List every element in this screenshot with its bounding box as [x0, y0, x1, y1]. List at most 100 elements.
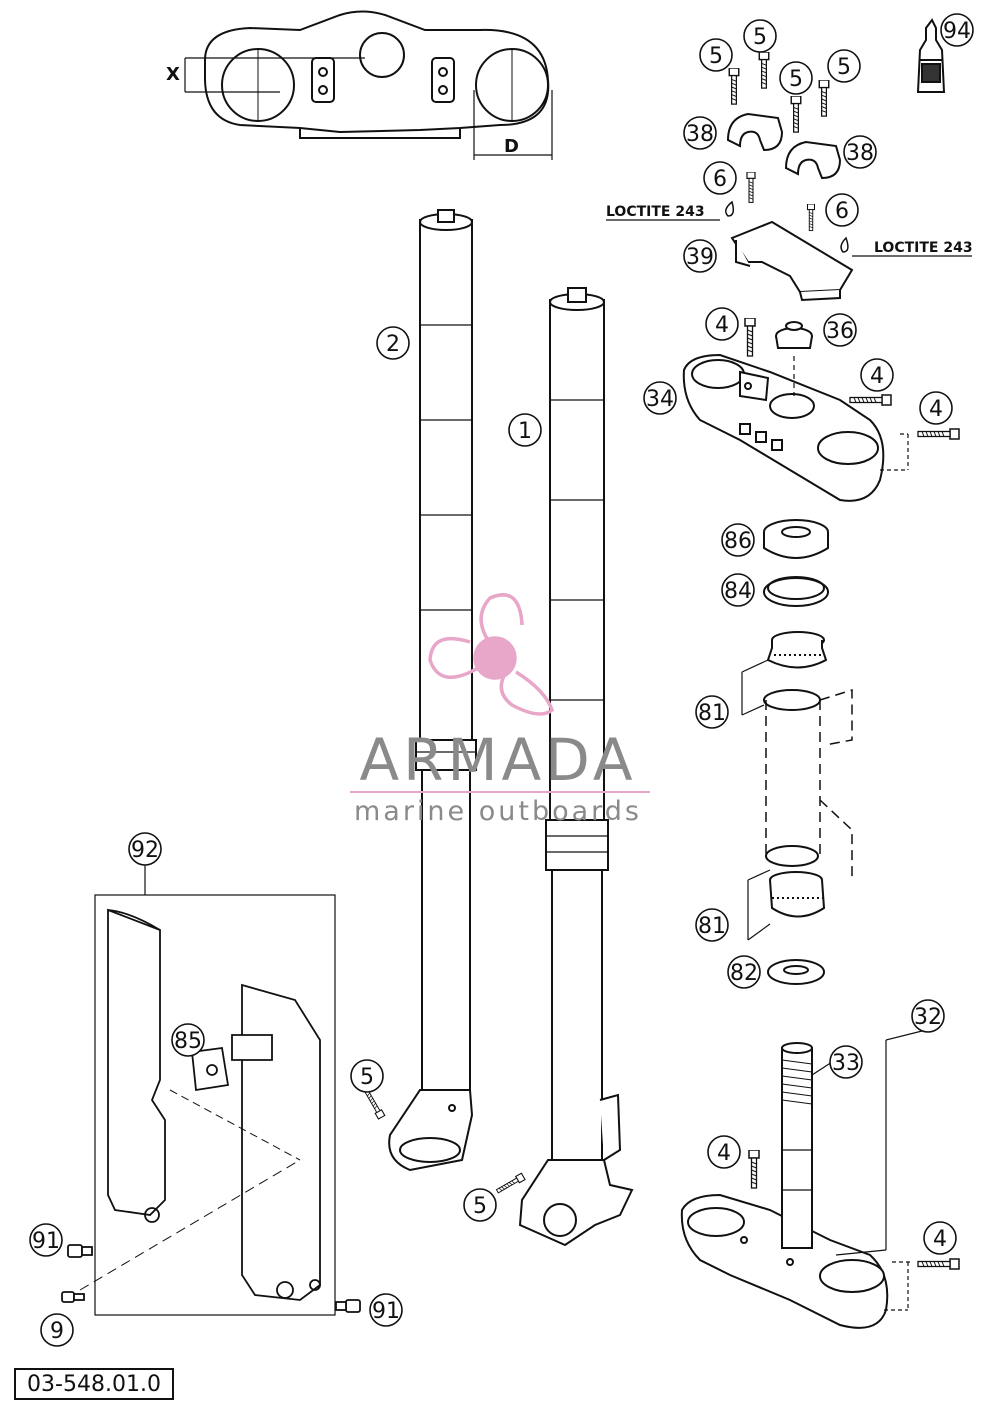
callout-label-c36: 36	[826, 319, 854, 344]
screw-5d	[818, 80, 830, 117]
callout-label-c5e: 5	[360, 1065, 374, 1090]
callout-label-c5b: 5	[753, 25, 767, 50]
callout-circle-c4b	[860, 358, 894, 392]
propeller-icon	[428, 593, 555, 716]
callout-circle-c4a	[705, 307, 739, 341]
callout-circle-c6a	[703, 161, 737, 195]
callout-label-c91a: 91	[32, 1229, 60, 1254]
callout-label-c81a: 81	[698, 701, 726, 726]
head-tube	[763, 688, 853, 880]
callout-label-c5a: 5	[709, 44, 723, 69]
callout-circle-c38b	[843, 135, 877, 169]
screw-4e	[917, 1258, 960, 1270]
callout-label-c94: 94	[943, 19, 971, 44]
reference-number: 03-548.01.0	[14, 1368, 174, 1400]
callout-circle-c81b	[695, 908, 729, 942]
callout-circle-c4e	[923, 1221, 957, 1255]
loctite-label-2: LOCTITE 243	[874, 240, 973, 256]
bearing-81-lower	[769, 871, 826, 918]
callout-circle-c82	[727, 955, 761, 989]
screw-5e	[362, 1088, 386, 1120]
screw-6a	[746, 172, 756, 204]
callout-circle-c5d	[827, 49, 861, 83]
callout-label-c2: 2	[386, 332, 400, 357]
callout-circle-c38a	[683, 116, 717, 150]
screw-9	[61, 1291, 85, 1303]
screw-5b	[758, 52, 770, 89]
seal-ring-86	[763, 519, 829, 559]
callout-circle-c34	[643, 381, 677, 415]
screw-91a	[67, 1244, 93, 1258]
callout-circle-c6b	[825, 193, 859, 227]
lower-triple-clamp-32	[680, 1193, 889, 1329]
loctite-drop-2	[840, 236, 849, 253]
callout-label-c84: 84	[724, 579, 752, 604]
callout-label-c6b: 6	[835, 199, 849, 224]
callout-circle-c5a	[699, 38, 733, 72]
loctite-label-1: LOCTITE 243	[606, 204, 705, 220]
callout-circle-c85	[171, 1023, 205, 1057]
loctite-bottle-94	[916, 18, 946, 93]
callout-label-c4d: 4	[717, 1141, 731, 1166]
upper-triple-clamp-34	[682, 353, 885, 502]
callout-circle-c1	[508, 413, 542, 447]
screw-91b	[335, 1299, 361, 1313]
callout-circle-c4d	[707, 1135, 741, 1169]
callout-circle-c32	[911, 999, 945, 1033]
watermark-logo: ARMADA marine outboards	[350, 593, 650, 827]
dust-seal-82	[767, 959, 825, 985]
callout-label-c86: 86	[724, 529, 752, 554]
dimension-x-label: X	[166, 64, 180, 85]
callout-label-c4a: 4	[715, 313, 729, 338]
callout-label-c38b: 38	[846, 141, 874, 166]
callout-circle-c92	[128, 832, 162, 866]
callout-circle-c36	[823, 313, 857, 347]
dimension-d-label: D	[504, 136, 519, 157]
fork-leg-2	[388, 209, 477, 1172]
callout-leaders	[144, 862, 927, 1041]
callout-circle-c33	[829, 1045, 863, 1079]
callout-label-c33: 33	[832, 1051, 860, 1076]
screw-4a	[744, 318, 756, 357]
callout-label-c92: 92	[131, 838, 159, 863]
o-ring-84	[763, 576, 829, 607]
callout-circle-c2	[376, 326, 410, 360]
callout-label-c5d: 5	[837, 55, 851, 80]
callout-label-c91b: 91	[372, 1299, 400, 1324]
callout-circle-c5e	[350, 1059, 384, 1093]
callout-label-c5c: 5	[789, 67, 803, 92]
callout-circle-c5c	[779, 61, 813, 95]
callout-circle-c9	[40, 1313, 74, 1347]
callout-label-c38a: 38	[686, 122, 714, 147]
screw-5f	[494, 1172, 526, 1196]
callout-label-c39: 39	[686, 245, 714, 270]
bearing-81-upper	[766, 631, 828, 669]
callout-label-c1: 1	[518, 419, 532, 444]
callout-label-c4c: 4	[929, 397, 943, 422]
callout-label-c85: 85	[174, 1029, 202, 1054]
callout-label-c6a: 6	[713, 167, 727, 192]
watermark-subtitle: marine outboards	[354, 796, 642, 827]
steering-stem-33	[781, 1042, 813, 1249]
callout-circle-c5f	[463, 1188, 497, 1222]
callout-circle-c94	[940, 13, 974, 47]
callout-circle-c91b	[369, 1293, 403, 1327]
handlebar-clamp-38a	[726, 112, 784, 152]
handlebar-clamp-38b	[784, 140, 842, 180]
callout-circle-c81a	[695, 695, 729, 729]
callout-circle-c4c	[919, 391, 953, 425]
screw-5a	[728, 68, 740, 105]
screw-4b	[849, 394, 892, 406]
callout-label-c32: 32	[914, 1005, 942, 1030]
callout-label-c4b: 4	[870, 364, 884, 389]
screw-5c	[790, 96, 802, 133]
screw-6b	[806, 204, 816, 232]
watermark-title: ARMADA	[359, 726, 636, 794]
callout-circle-c5b	[743, 19, 777, 53]
callout-circle-c86	[721, 523, 755, 557]
screw-4d	[748, 1150, 760, 1189]
callout-circle-c91a	[29, 1223, 63, 1257]
screw-4c	[917, 428, 960, 440]
